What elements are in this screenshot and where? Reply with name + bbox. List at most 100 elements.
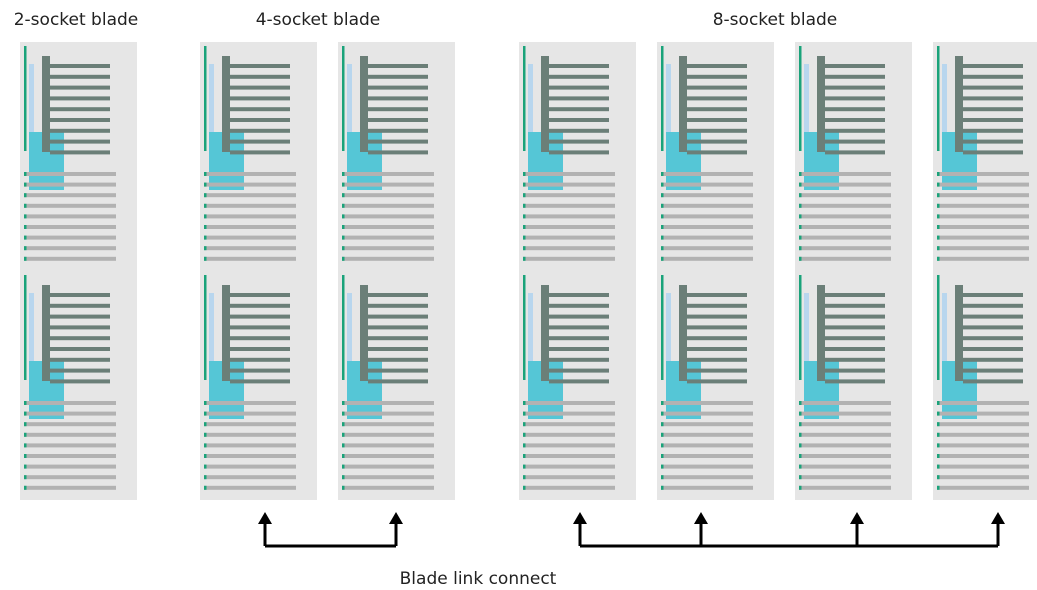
slot-bar	[799, 256, 891, 261]
slot-bar	[661, 235, 753, 240]
slot-tick	[799, 432, 802, 437]
slot-bar	[204, 225, 296, 229]
slot-tick	[937, 182, 940, 187]
slot-bar	[799, 225, 891, 229]
dimm-bar	[963, 74, 1023, 79]
dimm-bar	[687, 303, 747, 308]
dimm-bar	[687, 314, 747, 319]
dimm-bar	[963, 303, 1023, 308]
dimm-bar	[368, 379, 428, 384]
slot-tick	[342, 203, 345, 208]
dimm-bar	[50, 150, 110, 155]
dimm-bar	[825, 379, 885, 384]
dimm-vertical-bar	[360, 285, 368, 381]
dimm-bar	[549, 150, 609, 155]
slot-tick	[799, 401, 802, 405]
slot-tick	[937, 225, 940, 229]
blades	[20, 42, 1037, 500]
slot-bar	[342, 443, 434, 448]
dimm-bar	[50, 85, 110, 90]
slot-bar	[523, 401, 615, 405]
slot-bar	[799, 485, 891, 490]
dimm-bar	[549, 357, 609, 362]
dimm-bar	[50, 293, 110, 297]
slot-bar	[661, 225, 753, 229]
slot-bar	[661, 432, 753, 437]
dimm-bar	[687, 336, 747, 341]
slot-tick	[204, 235, 207, 240]
slot-bar	[937, 182, 1029, 187]
slot-tick	[24, 203, 27, 208]
dimm-bar	[963, 128, 1023, 133]
blade	[795, 42, 912, 500]
slot-bar	[937, 214, 1029, 219]
dimm-bar	[963, 64, 1023, 68]
dimm-bar	[963, 347, 1023, 351]
group-label-8-socket: 8-socket blade	[713, 10, 838, 30]
slot-tick	[799, 485, 802, 490]
slot-tick	[523, 246, 526, 251]
slot-tick	[204, 182, 207, 187]
dimm-bar	[825, 325, 885, 330]
slot-tick	[523, 225, 526, 229]
dimm-bar	[50, 357, 110, 362]
dimm-bar	[963, 107, 1023, 112]
slot-bar	[24, 203, 116, 208]
accent-bar	[661, 46, 664, 151]
slot-bar	[799, 422, 891, 427]
dimm-bar	[50, 74, 110, 79]
blade	[338, 42, 455, 500]
slot-tick	[342, 214, 345, 219]
slot-bar	[937, 443, 1029, 448]
dimm-vertical-bar	[42, 285, 50, 381]
slot-bar	[342, 256, 434, 261]
slot-bar	[799, 235, 891, 240]
slot-bar	[661, 475, 753, 480]
slot-tick	[937, 193, 940, 198]
slot-bar	[799, 401, 891, 405]
slot-tick	[342, 246, 345, 251]
dimm-vertical-bar	[955, 56, 963, 152]
slot-bar	[937, 432, 1029, 437]
dimm-bar	[825, 150, 885, 155]
slot-tick	[523, 235, 526, 240]
slot-bar	[24, 411, 116, 416]
slot-bar	[799, 454, 891, 458]
dimm-bar	[549, 118, 609, 122]
slot-tick	[342, 411, 345, 416]
accent-bar	[24, 275, 27, 380]
slot-tick	[661, 454, 664, 458]
dimm-bar	[549, 336, 609, 341]
slot-bar	[204, 432, 296, 437]
slot-tick	[342, 475, 345, 480]
slot-tick	[523, 443, 526, 448]
slot-bar	[24, 401, 116, 405]
slot-bar	[204, 214, 296, 219]
slot-tick	[523, 422, 526, 427]
slot-bar	[523, 256, 615, 261]
slot-tick	[204, 193, 207, 198]
accent-bar	[523, 275, 526, 380]
dimm-vertical-bar	[541, 56, 549, 152]
slot-tick	[937, 246, 940, 251]
slot-bar	[204, 475, 296, 480]
dimm-bar	[50, 64, 110, 68]
accent-bar	[523, 46, 526, 151]
slot-tick	[523, 182, 526, 187]
slot-bar	[661, 246, 753, 251]
slot-tick	[342, 256, 345, 261]
slot-tick	[24, 422, 27, 427]
slot-tick	[523, 193, 526, 198]
slot-bar	[937, 401, 1029, 405]
slot-bar	[661, 454, 753, 458]
slot-tick	[799, 225, 802, 229]
dimm-vertical-bar	[42, 56, 50, 152]
slot-bar	[204, 182, 296, 187]
accent-bar	[799, 46, 802, 151]
dimm-bar	[230, 325, 290, 330]
dimm-bar	[687, 128, 747, 133]
slot-tick	[342, 193, 345, 198]
slot-tick	[661, 411, 664, 416]
slot-tick	[523, 485, 526, 490]
dimm-bar	[230, 107, 290, 112]
